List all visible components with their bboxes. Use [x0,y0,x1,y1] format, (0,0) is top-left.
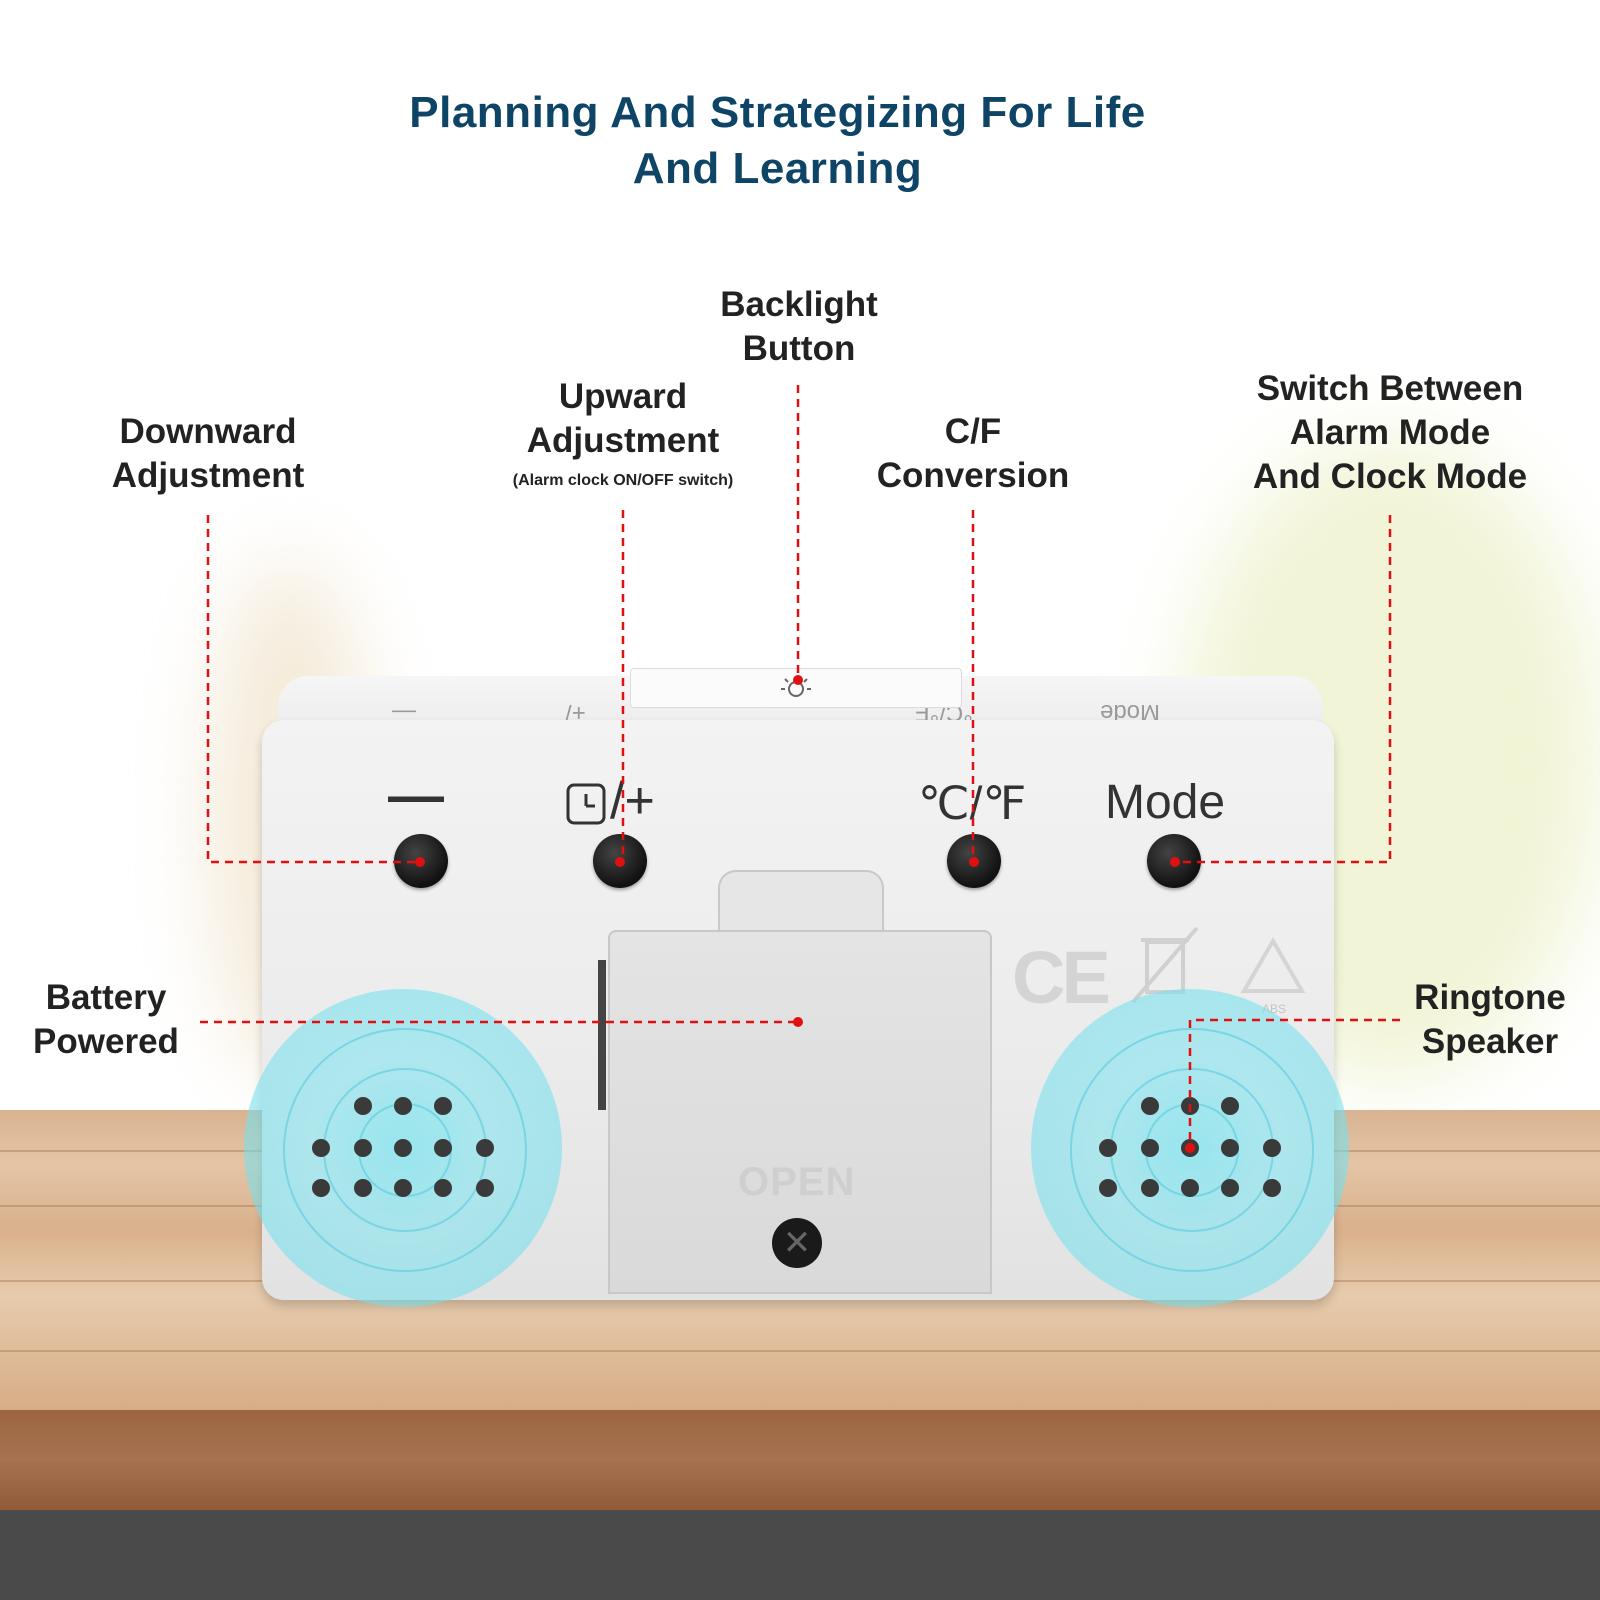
callout-battery-line-2: Powered [33,1022,179,1061]
floor [0,1510,1600,1600]
speaker-hole [1181,1179,1199,1197]
callout-downward: Downward Adjustment [88,410,328,498]
callout-backlight: Backlight Button [688,283,910,371]
callout-speaker-line-2: Speaker [1421,1022,1559,1061]
wooden-table-edge [0,1410,1600,1510]
recycle-icon [1238,935,1308,1004]
speaker-hole [354,1097,372,1115]
callout-upward-line-2: Adjustment [526,421,720,460]
speaker-hole [312,1139,330,1157]
speaker-hole [476,1139,494,1157]
callout-dot-backlight [793,675,803,685]
callout-cf-line-2: Conversion [876,456,1070,495]
callout-dot-cf [969,857,979,867]
callout-mode-line-2: Alarm Mode [1289,413,1491,452]
speaker-hole [434,1097,452,1115]
speaker-hole [1263,1139,1281,1157]
speaker-hole [1263,1179,1281,1197]
speaker-hole [1099,1139,1117,1157]
callout-speaker-line-1: Ringtone [1414,978,1566,1017]
callout-dot-battery [793,1017,803,1027]
speaker-hole [434,1139,452,1157]
callout-mode-line-1: Switch Between [1256,369,1524,408]
callout-dot-speaker [1185,1143,1195,1153]
alarm-clock-icon [565,782,607,831]
page-title: Planning And Strategizing For Life And L… [0,85,1555,197]
callout-downward-line-2: Adjustment [111,456,305,495]
ce-mark-icon: CE [1012,936,1111,1019]
wood-grain [0,1350,1600,1352]
callout-backlight-line-2: Button [742,329,856,368]
speaker-hole [1221,1097,1239,1115]
speaker-hole [1221,1179,1239,1197]
callout-dot-upward [615,857,625,867]
callout-mode-line-3: And Clock Mode [1252,457,1528,496]
callout-cf: C/F Conversion [850,410,1096,498]
speaker-hole [1141,1097,1159,1115]
speaker-hole [1181,1097,1199,1115]
callout-speaker: Ringtone Speaker [1400,976,1580,1064]
speaker-hole [1141,1179,1159,1197]
title-line-1: Planning And Strategizing For Life [409,88,1146,137]
minus-label: — [388,763,444,826]
speaker-hole [1141,1139,1159,1157]
speaker-hole [476,1179,494,1197]
speaker-hole [394,1097,412,1115]
callout-mode: Switch Between Alarm Mode And Clock Mode [1220,367,1560,499]
callout-backlight-line-1: Backlight [720,285,878,324]
callout-battery: Battery Powered [12,976,200,1064]
speaker-hole [434,1179,452,1197]
backlight-button[interactable] [630,668,962,708]
battery-cover-edge [598,960,606,1110]
title-line-2: And Learning [632,144,923,193]
speaker-ring [283,1028,527,1272]
speaker-hole [1099,1179,1117,1197]
callout-cf-line-1: C/F [944,412,1002,451]
callout-upward-line-1: Upward [558,377,688,416]
speaker-hole [394,1179,412,1197]
speaker-hole [354,1179,372,1197]
callout-downward-line-1: Downward [119,412,297,451]
screw-icon[interactable]: ✕ [772,1218,822,1268]
speaker-hole [312,1179,330,1197]
callout-upward-note: (Alarm clock ON/OFF switch) [512,472,734,489]
callout-upward: Upward Adjustment [498,375,748,463]
callout-dot-mode [1170,857,1180,867]
callout-battery-line-1: Battery [45,978,167,1017]
open-label: OPEN [738,1160,856,1204]
callout-dot-downward [415,857,425,867]
mode-label: Mode [1105,776,1226,829]
speaker-hole [394,1139,412,1157]
cf-label: ℃/℉ [918,777,1027,829]
speaker-hole [1221,1139,1239,1157]
alarm-plus-label: /+ [610,772,655,830]
speaker-hole [354,1139,372,1157]
